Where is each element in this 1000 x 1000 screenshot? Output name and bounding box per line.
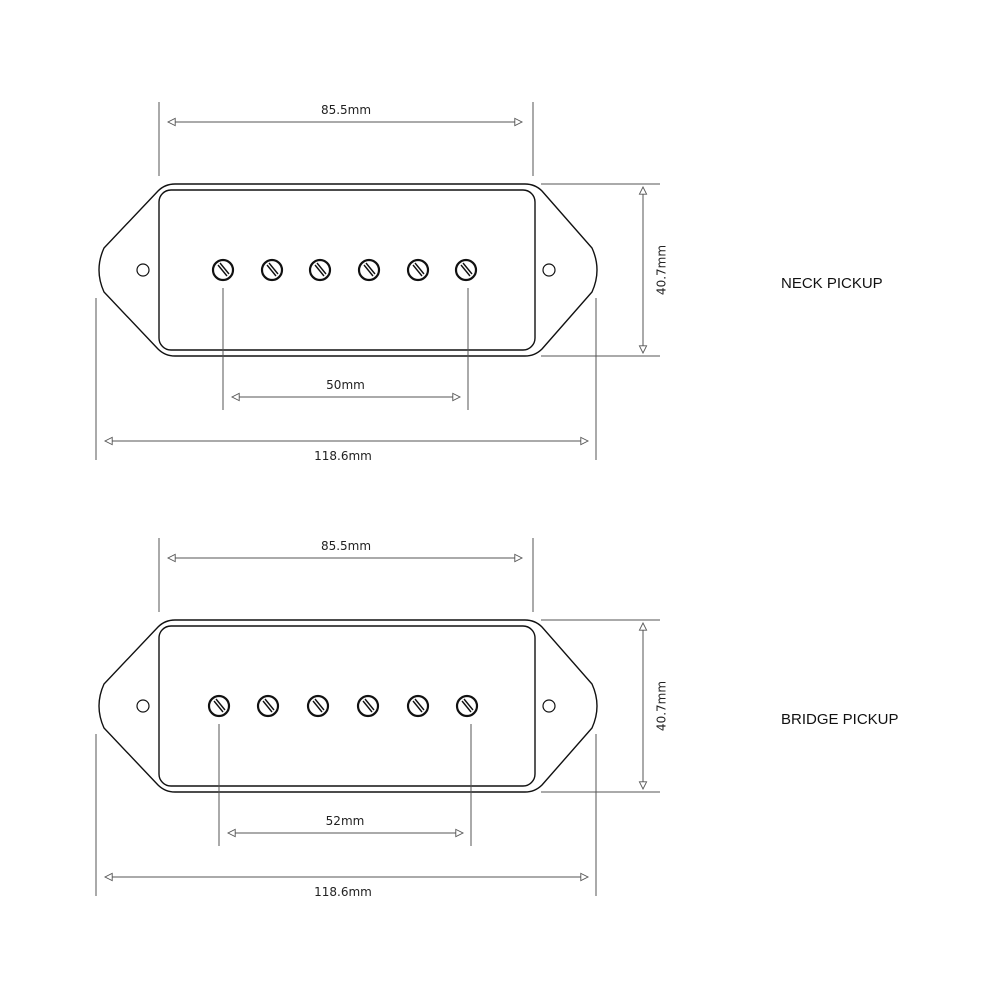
pickup-baseplate-outline bbox=[98, 619, 598, 793]
screw-slot-line bbox=[213, 700, 224, 713]
height-label: 40.7mm bbox=[655, 245, 669, 295]
screw-slot-line bbox=[365, 262, 376, 275]
pole-piece-screw bbox=[260, 258, 284, 282]
screw-head bbox=[406, 258, 430, 282]
screw-head bbox=[356, 694, 380, 718]
screw-slot-line bbox=[215, 698, 226, 711]
pole-piece-screw bbox=[455, 694, 479, 718]
screw-head bbox=[256, 694, 280, 718]
screw-slot-line bbox=[363, 264, 374, 277]
screw-head bbox=[455, 694, 479, 718]
screw-slot-line bbox=[463, 698, 474, 711]
screw-slot-line bbox=[268, 262, 279, 275]
mounting-hole-right bbox=[542, 699, 556, 713]
pole-piece-screw bbox=[256, 694, 280, 718]
screw-slot-line bbox=[364, 698, 375, 711]
screw-head bbox=[454, 258, 478, 282]
screw-slot-line bbox=[362, 700, 373, 713]
screw-head bbox=[308, 258, 332, 282]
screw-slot-line bbox=[414, 262, 425, 275]
cover-width-label: 85.5mm bbox=[321, 539, 371, 553]
pole-piece-screw bbox=[454, 258, 478, 282]
pole-piece-screw bbox=[308, 258, 332, 282]
screw-slot-line bbox=[461, 700, 472, 713]
screw-slot-line bbox=[264, 698, 275, 711]
screw-slot-line bbox=[460, 264, 471, 277]
screw-slot-line bbox=[314, 264, 325, 277]
pickup-baseplate-outline bbox=[98, 183, 598, 357]
screw-slot-line bbox=[314, 698, 325, 711]
pickup-label: NECK PICKUP bbox=[781, 275, 883, 292]
pole-piece-screw bbox=[357, 258, 381, 282]
neck-pickup: 85.5mm 40.7mm 50mm 118.6mm NECK PICKUP bbox=[95, 102, 883, 463]
overall-length-label: 118.6mm bbox=[314, 449, 372, 463]
pole-piece-screw bbox=[306, 694, 330, 718]
screw-slot-line bbox=[462, 262, 473, 275]
pickup-cover-outline bbox=[158, 625, 536, 787]
screw-head bbox=[357, 258, 381, 282]
height-label: 40.7mm bbox=[655, 681, 669, 731]
screw-slot-line bbox=[266, 264, 277, 277]
pole-piece-screw bbox=[207, 694, 231, 718]
mounting-hole-left bbox=[136, 699, 150, 713]
screw-slot-line bbox=[217, 264, 228, 277]
pole-piece-screw bbox=[211, 258, 235, 282]
pickup-label: BRIDGE PICKUP bbox=[781, 711, 899, 728]
pole-piece-screw bbox=[406, 694, 430, 718]
mounting-hole-left bbox=[136, 263, 150, 277]
pole-piece-screw bbox=[356, 694, 380, 718]
screw-slot-line bbox=[219, 262, 230, 275]
screw-head bbox=[211, 258, 235, 282]
screw-slot-line bbox=[412, 700, 423, 713]
pickup-cover-outline bbox=[158, 189, 536, 351]
screw-head bbox=[406, 694, 430, 718]
screw-slot-line bbox=[262, 700, 273, 713]
screw-slot-line bbox=[312, 700, 323, 713]
screw-slot-line bbox=[412, 264, 423, 277]
screw-slot-line bbox=[414, 698, 425, 711]
pole-spacing-label: 50mm bbox=[326, 378, 365, 392]
bridge-pickup: 85.5mm 40.7mm 52mm 118.6mm BRIDGE PICKUP bbox=[95, 538, 899, 899]
screw-head bbox=[260, 258, 284, 282]
pole-spacing-label: 52mm bbox=[326, 814, 365, 828]
screw-head bbox=[306, 694, 330, 718]
screw-slot-line bbox=[316, 262, 327, 275]
cover-width-label: 85.5mm bbox=[321, 103, 371, 117]
mounting-hole-right bbox=[542, 263, 556, 277]
screw-head bbox=[207, 694, 231, 718]
overall-length-label: 118.6mm bbox=[314, 885, 372, 899]
pole-piece-screw bbox=[406, 258, 430, 282]
